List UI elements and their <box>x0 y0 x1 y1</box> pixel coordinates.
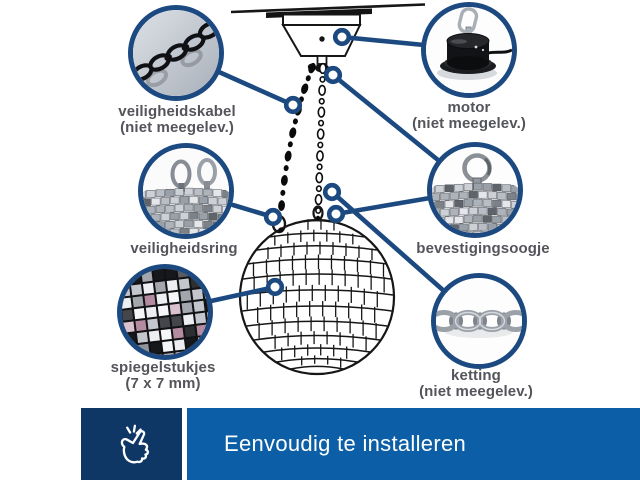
label-subtext: (niet meegelev.) <box>120 119 234 136</box>
disco-ball-drawing <box>238 218 396 376</box>
label-text: veiligheidsring <box>130 240 238 257</box>
callout-photo-veiligheidsring <box>138 143 234 239</box>
label-text: motor <box>447 99 491 116</box>
ceiling-mount-drawing <box>230 3 426 73</box>
label-subtext: (niet meegelev.) <box>419 383 533 400</box>
label-text: spiegelstukjes <box>110 359 216 376</box>
label-text: veiligheidskabel <box>118 103 236 120</box>
callout-photo-motor <box>421 2 517 98</box>
safety-ring-photo <box>143 148 229 234</box>
label-text: ketting <box>451 367 501 384</box>
label-ketting: ketting (niet meegelev.) <box>419 368 533 400</box>
label-subtext: (7 x 7 mm) <box>125 375 201 392</box>
banner-bar: Eenvoudig te installeren <box>187 408 640 480</box>
label-veiligheidskabel: veiligheidskabel (niet meegelev.) <box>118 104 235 136</box>
label-spiegelstukjes: spiegelstukjes (7 x 7 mm) <box>111 360 216 392</box>
callout-photo-veiligheidskabel <box>128 5 224 101</box>
snap-fingers-icon <box>120 424 149 464</box>
black-chain-photo <box>133 10 219 96</box>
label-subtext: (niet meegelev.) <box>412 115 526 132</box>
hanging-chains-drawing <box>278 62 327 214</box>
callout-photo-bevestigingsoogje <box>427 142 523 238</box>
callout-photo-ketting <box>431 273 527 369</box>
banner-text: Eenvoudig te installeren <box>224 431 467 456</box>
silver-chain-photo <box>436 278 522 364</box>
label-veiligheidsring: veiligheidsring <box>130 241 237 257</box>
motor-photo <box>426 7 512 93</box>
label-bevestigingsoogje: bevestigingsoogje <box>416 241 549 257</box>
attachment-eye-photo <box>432 147 518 233</box>
callout-photo-spiegelstukjes <box>117 264 213 360</box>
label-motor: motor (niet meegelev.) <box>412 100 526 132</box>
mirror-tiles-photo <box>122 269 208 355</box>
banner-icon-tile <box>81 408 182 480</box>
callout-markers <box>263 27 352 297</box>
label-text: bevestigingsoogje <box>416 240 550 257</box>
